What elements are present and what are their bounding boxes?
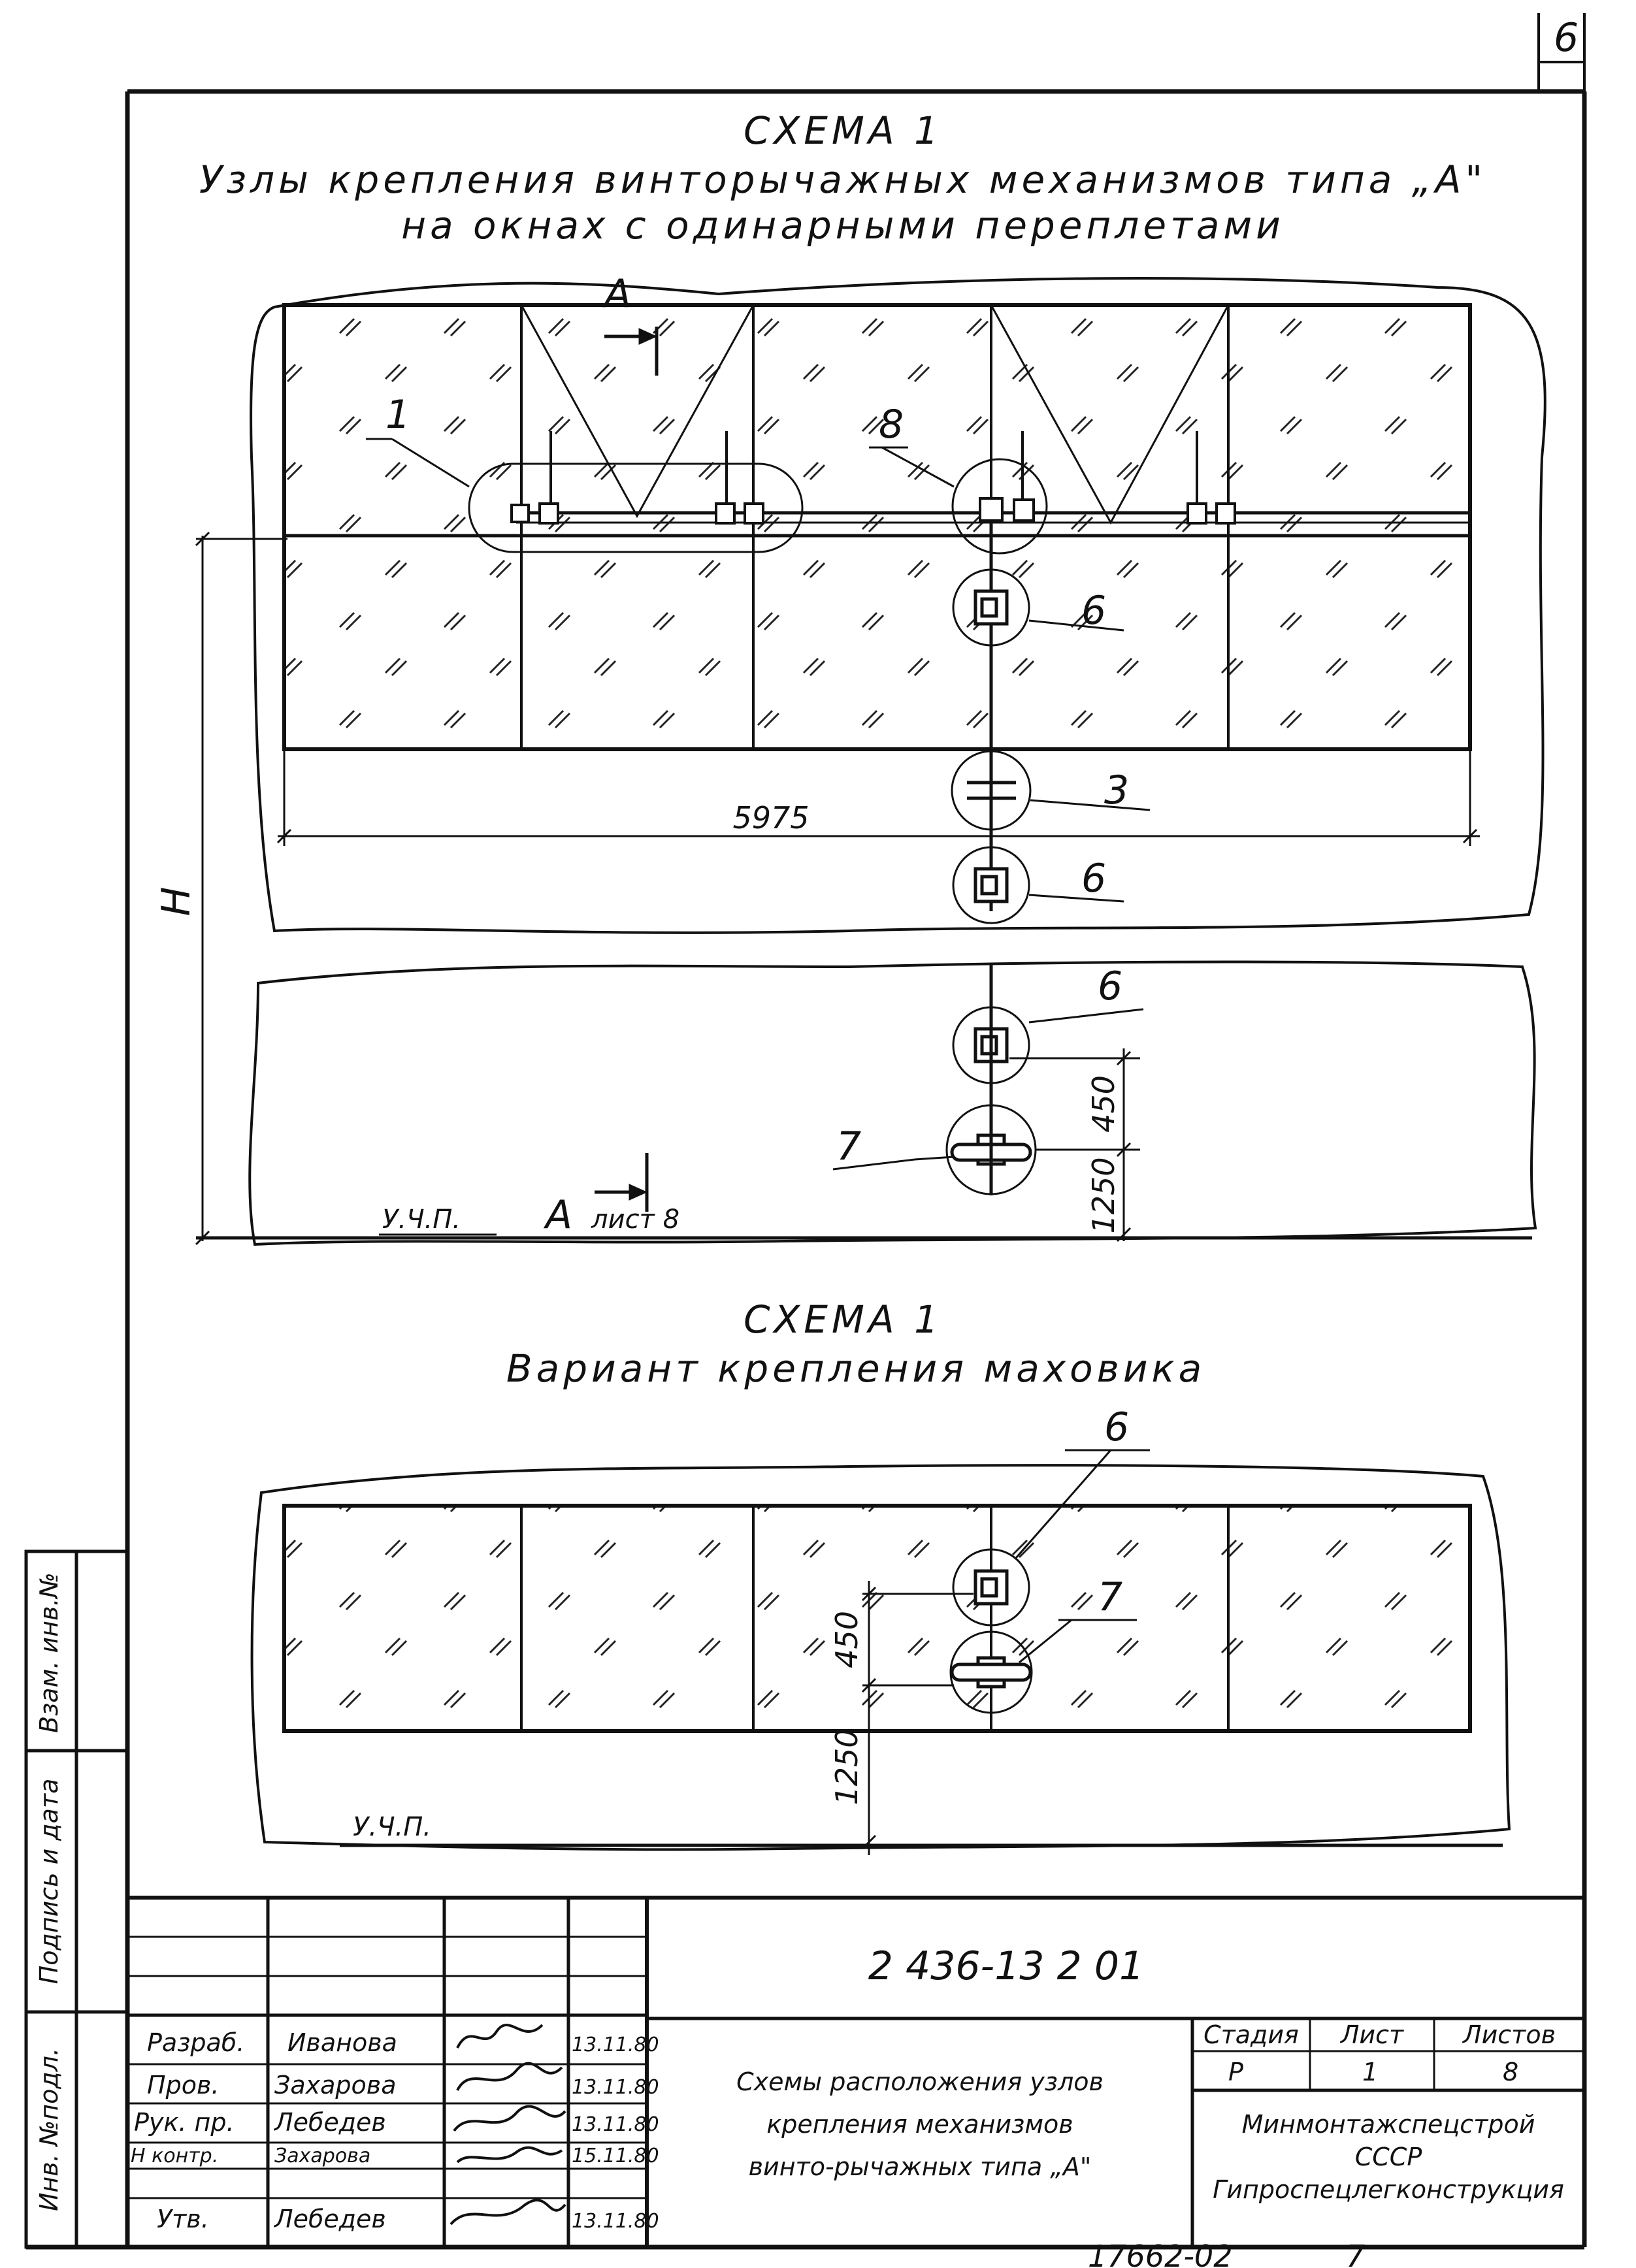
dim-H (195, 531, 287, 1246)
scheme2-callouts-geom (949, 1449, 1150, 1714)
tb-name-2: Лебедев (273, 2108, 386, 2137)
tb-date-2: 13.11.80 (572, 2113, 659, 2136)
tb-name-3: Захарова (274, 2145, 370, 2167)
dim-450-label: 450 (1086, 1075, 1121, 1133)
tb-name-4: Лебедев (273, 2205, 386, 2233)
scheme1-break-outline-lower (248, 960, 1537, 1246)
scheme1-callouts-geom (366, 438, 1151, 1195)
stage-value: Р (1228, 2058, 1243, 2086)
dim-450-1250 (1009, 1048, 1140, 1242)
tb-role-1: Пров. (147, 2071, 219, 2099)
dim-5975 (276, 751, 1480, 846)
section-label-top: А (602, 271, 631, 317)
tb-role-2: Рук. пр. (134, 2108, 235, 2137)
scheme1-window (282, 303, 1472, 911)
footer-sheet: 7 (1346, 2239, 1365, 2268)
drawing-title-3: винто-рычажных типа „А" (749, 2152, 1092, 2181)
sheet-header: Лист (1339, 2020, 1405, 2049)
scheme2-dim-450-label: 450 (829, 1611, 864, 1668)
scheme2-dim-1250-label: 1250 (829, 1728, 864, 1805)
callout-3: 3 (1104, 768, 1129, 813)
scheme1-subtitle-1: Узлы крепления винторычажных механизмов … (199, 157, 1486, 202)
scheme2-node-symbols (950, 1569, 1032, 1689)
scheme2-subtitle: Вариант крепления маховика (506, 1346, 1205, 1391)
tb-date-0: 13.11.80 (572, 2033, 659, 2056)
side-stamp-signature-date: Подпись и дата (35, 1779, 63, 1984)
sheets-value: 8 (1503, 2058, 1518, 2086)
scheme1-break-outline-upper (250, 277, 1546, 934)
callout-6a: 6 (1081, 588, 1106, 634)
org-line-3: Гипроспецлегконструкция (1213, 2175, 1564, 2204)
floor-label-1: У.Ч.П. (382, 1205, 461, 1235)
tb-date-3: 15.11.80 (572, 2145, 659, 2167)
scheme1-subtitle-2: на окнах с одинарными переплетами (401, 203, 1284, 248)
scheme2-window (282, 1504, 1472, 1733)
callout-6b: 6 (1081, 856, 1106, 901)
drawing-title-2: крепления механизмов (766, 2110, 1073, 2139)
callout-1: 1 (385, 392, 410, 438)
scheme2-break-outline (250, 1464, 1511, 1851)
stage-header: Стадия (1203, 2020, 1299, 2049)
drawing-title-1: Схемы расположения узлов (736, 2067, 1104, 2096)
side-stamp-vzam-inv: Взам. инв.№ (35, 1572, 63, 1733)
section-mark-top (604, 327, 659, 376)
org-line-2: СССР (1355, 2143, 1422, 2171)
tb-date-4: 13.11.80 (572, 2210, 659, 2233)
tb-role-3: Н контр. (131, 2145, 218, 2167)
dim-1250-label: 1250 (1086, 1157, 1121, 1233)
floor-label-2: У.Ч.П. (353, 1812, 431, 1842)
section-mark-bottom (595, 1153, 649, 1212)
tb-date-1: 13.11.80 (572, 2076, 659, 2099)
tb-name-1: Захарова (274, 2071, 396, 2099)
callout-8: 8 (879, 402, 904, 447)
callout-7: 7 (836, 1124, 861, 1169)
side-stamp-inv-podl: Инв. №подл. (35, 2048, 63, 2211)
tb-role-4: Утв. (157, 2205, 209, 2233)
section-label-bottom: А (543, 1192, 572, 1238)
footer-number: 17662-02 (1088, 2239, 1232, 2268)
scheme1-title: СХЕМА 1 (744, 108, 942, 153)
signatures (450, 2024, 566, 2226)
tb-role-0: Разраб. (147, 2028, 244, 2057)
org-line-1: Минмонтажспецстрой (1242, 2110, 1535, 2139)
dim-5975-label: 5975 (732, 800, 809, 835)
dim-H-label: Н (154, 886, 199, 916)
scheme2-title: СХЕМА 1 (744, 1297, 942, 1342)
section-ref: лист 8 (591, 1205, 679, 1235)
sheets-header: Листов (1462, 2020, 1556, 2049)
title-block-grid (127, 1896, 1584, 2247)
doc-code: 2 436-13 2 01 (868, 1943, 1144, 1989)
rod-brackets (510, 431, 1236, 525)
callout-6c: 6 (1098, 964, 1122, 1009)
page-number: 6 (1554, 15, 1579, 61)
tb-name-0: Иванова (287, 2028, 397, 2057)
sheet-value: 1 (1362, 2058, 1378, 2086)
scheme2-callout-6: 6 (1104, 1404, 1129, 1450)
scheme2-callout-7: 7 (1098, 1574, 1122, 1620)
